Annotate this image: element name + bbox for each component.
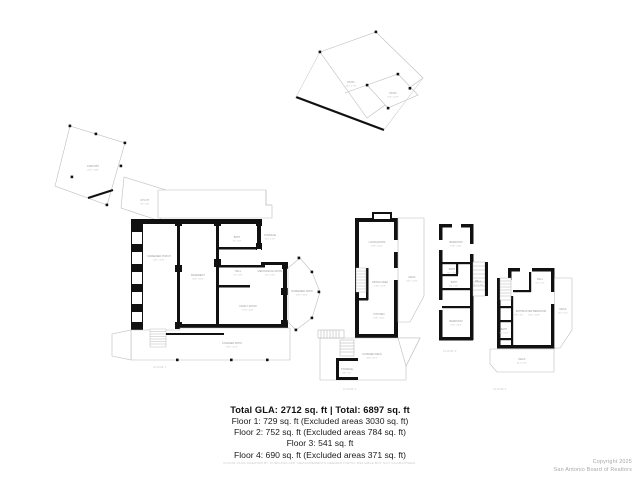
stair-run: [149, 328, 167, 348]
room-label: BATH: [501, 328, 508, 331]
room-dim: 23'1" x 20'8": [87, 170, 99, 172]
room-dim: 13'8" x 12'0": [450, 246, 462, 248]
area-summary: Total GLA: 2712 sq. ft | Total: 6897 sq.…: [0, 404, 640, 461]
room-dim: 8'8" x 6'1": [514, 315, 523, 317]
stair-run: [317, 329, 355, 357]
room-dim: 9'0" x 6'8": [233, 275, 242, 277]
room-dim: 7'2" x 6'2": [232, 241, 241, 243]
room-dim: 8'1" x 6'2": [499, 333, 508, 335]
room-label: HALL: [475, 280, 482, 283]
total-gla-line: Total GLA: 2712 sq. ft | Total: 6897 sq.…: [230, 405, 410, 415]
floor1-plan: SCREENED PATIO 18'1" x 16'0" SCREENED PO…: [111, 189, 321, 369]
room-dim: 13'6" x 12'8": [374, 286, 386, 288]
room-label: BEDROOM: [450, 241, 463, 244]
room-label: SCREENED PORCH: [147, 255, 171, 258]
room-dim: 13'8" x 10'2": [373, 318, 385, 320]
floor2-plan: DECK 31'1" x 10'1" COVERED DECK 28'6" x …: [317, 212, 425, 391]
room-dim: 31'1" x 10'1": [406, 281, 418, 283]
room-dim: 8'2" x 6'0": [449, 286, 458, 288]
floor1-rotated-deck: PATIO 16'2" x 7'9" PATIO 11'8" x 10'9": [295, 30, 424, 132]
room-dim: 19'2" x 16'8": [528, 315, 540, 317]
room-dim: 22'2" x 6'1": [558, 313, 569, 315]
floor-caption: FLOOR 1: [153, 365, 166, 369]
disclaimer-text: FLOOR PLAN CREATED BY CUBICASA APP. MEAS…: [223, 461, 417, 465]
room-dim: 17'0" x 14'2": [242, 310, 254, 312]
stair-run: [355, 267, 367, 293]
room-dim: 11'8" x 10'9": [387, 97, 399, 99]
floor-caption: FLOOR 4: [493, 387, 506, 391]
room-dim: 34'1" x 18'2": [192, 279, 204, 281]
room-dim: 8'8" x 6'2": [342, 373, 351, 375]
room-label: CARPORT: [87, 165, 100, 168]
floor3-area-line: Floor 3: 541 sq. ft: [286, 438, 354, 449]
room-label: COVERED PATIO: [222, 342, 242, 345]
room-label: HALL: [235, 270, 242, 273]
room-dim: 32'1" x 16'0": [153, 260, 165, 262]
room-dim: 9'2" x 7'0": [535, 283, 544, 285]
room-label: LIVING ROOM: [369, 241, 386, 244]
room-label: FAMILY ROOM: [239, 305, 256, 308]
room-label: COVERED DECK: [362, 353, 382, 356]
room-label: PATIO: [347, 81, 354, 84]
room-label: BATH: [234, 236, 241, 239]
room-label: KITCHEN: [374, 313, 385, 316]
floor-caption: FLOOR 3: [443, 349, 456, 353]
room-label: HALL: [537, 278, 544, 281]
room-dim: 13'2" x 11'8": [450, 325, 462, 327]
room-dim: 10'1" x 8'2": [265, 275, 276, 277]
room-dim: 10'1" x 9'2": [265, 239, 276, 241]
room-label: STORAGE: [341, 368, 354, 371]
copyright-org: San Antonio Board of Realtors: [553, 466, 632, 473]
room-label: DINING AREA: [372, 281, 388, 284]
floor4-area-line: Floor 4: 690 sq. ft (Excluded areas 371 …: [234, 449, 406, 460]
room-label: STORAGE: [264, 234, 277, 237]
room-label: UTILITY: [140, 199, 150, 202]
floor2-area-line: Floor 2: 752 sq. ft (Excluded areas 784 …: [234, 427, 406, 438]
stair-run: [472, 261, 486, 297]
floor1-carport: CARPORT 23'1" x 20'8" UTILITY 8'0" x 6'9…: [54, 124, 167, 222]
floor4-plan: DECK 22'2" x 6'1" DECK 16'1" x 8'2" HALL…: [489, 268, 573, 391]
floor3-plan: BEDROOM 13'8" x 12'0" BATH 8'1" x 6'8" B…: [439, 224, 488, 353]
room-dim: 16'1" x 8'2": [517, 363, 528, 365]
room-label: DECK: [560, 308, 567, 311]
stair-run: [499, 277, 512, 301]
room-label: DECK: [409, 276, 416, 279]
room-label: SCREENED PATIO: [291, 290, 313, 293]
room-dim: 16'1" x 3'8": [473, 285, 484, 287]
room-dim: 8'0" x 6'9": [140, 204, 149, 206]
copyright-year: Copyright 2025: [592, 459, 632, 465]
copyright-notice: Copyright 2025 San Antonio Board of Real…: [412, 459, 632, 474]
room-label: BATH: [449, 268, 456, 271]
room-dim: 28'6" x 11'2": [366, 358, 378, 360]
room-dim: 18'1" x 16'0": [296, 295, 308, 297]
room-label: DECK: [519, 358, 526, 361]
room-dim: 16'2" x 7'9": [346, 86, 357, 88]
room-label: BATH: [516, 310, 523, 313]
room-label: BEDROOM: [450, 320, 463, 323]
room-dim: 8'1" x 6'8": [447, 273, 456, 275]
room-label: MECHANICAL ROOM: [258, 270, 283, 273]
room-label: BASEMENT: [191, 274, 205, 277]
room-label: PATIO: [389, 92, 396, 95]
floor-caption: FLOOR 2: [343, 387, 356, 391]
floor1-area-line: Floor 1: 729 sq. ft (Excluded areas 3030…: [231, 416, 409, 426]
room-label: MASTER BEDROOM: [522, 310, 546, 313]
room-dim: 28'1" x 11'8": [226, 347, 238, 349]
room-dim: 19'8" x 14'2": [371, 246, 383, 248]
room-label: BATH: [451, 281, 458, 284]
